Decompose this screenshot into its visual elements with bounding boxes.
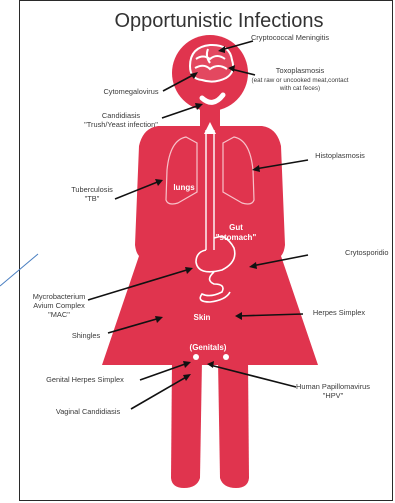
- label-shingles: Shingles: [72, 331, 101, 340]
- label-crytosporidio: Crytosporidio: [345, 248, 389, 257]
- label-avium-complex: Avium Complex: [33, 301, 85, 310]
- label-toxoplasmosis: Toxoplasmosis: [276, 66, 325, 75]
- torso: [102, 126, 318, 365]
- diagram-title: Opportunistic Infections: [115, 10, 324, 32]
- brain-icon: [190, 45, 233, 82]
- genital-dot-right: [223, 354, 229, 360]
- label-hpv: Human Papillomavirus: [296, 382, 370, 391]
- label-toxo-detail-2: with cat feces): [279, 85, 320, 92]
- label-toxo-detail-1: (eat raw or uncooked meat,contact: [252, 77, 349, 84]
- right-leg: [218, 360, 249, 488]
- organ-label-gut: Gut: [229, 223, 243, 232]
- organ-label-skin: Skin: [194, 313, 211, 322]
- label-cytomegalovirus: Cytomegalovirus: [103, 87, 158, 96]
- label-histoplasmosis: Histoplasmosis: [315, 151, 365, 160]
- label-mycrobacterium: Mycrobacterium: [33, 292, 86, 301]
- organ-label-genitals: (Genitals): [190, 343, 227, 352]
- stray-line: [0, 254, 38, 286]
- label-tb: "TB": [85, 194, 100, 203]
- organ-label-stomach: "stomach": [216, 233, 257, 242]
- arrow-candidiasis: [162, 105, 200, 118]
- label-vaginal-candidiasis: Vaginal Candidiasis: [56, 407, 121, 416]
- label-candidiasis: Candidiasis: [102, 111, 141, 120]
- label-candidiasis-sub: "Trush/Yeast infection": [84, 120, 158, 129]
- genital-dot-left: [193, 354, 199, 360]
- label-tuberculosis: Tuberculosis: [71, 185, 113, 194]
- label-genital-herpes: Genital Herpes Simplex: [46, 375, 124, 384]
- label-hpv-abbr: "HPV": [323, 391, 344, 400]
- label-mac: "MAC": [48, 310, 70, 319]
- label-cryptococcal: Cryptococcal Meningitis: [251, 33, 329, 42]
- label-herpes-simplex: Herpes Simplex: [313, 308, 365, 317]
- organ-label-lungs: lungs: [173, 183, 195, 192]
